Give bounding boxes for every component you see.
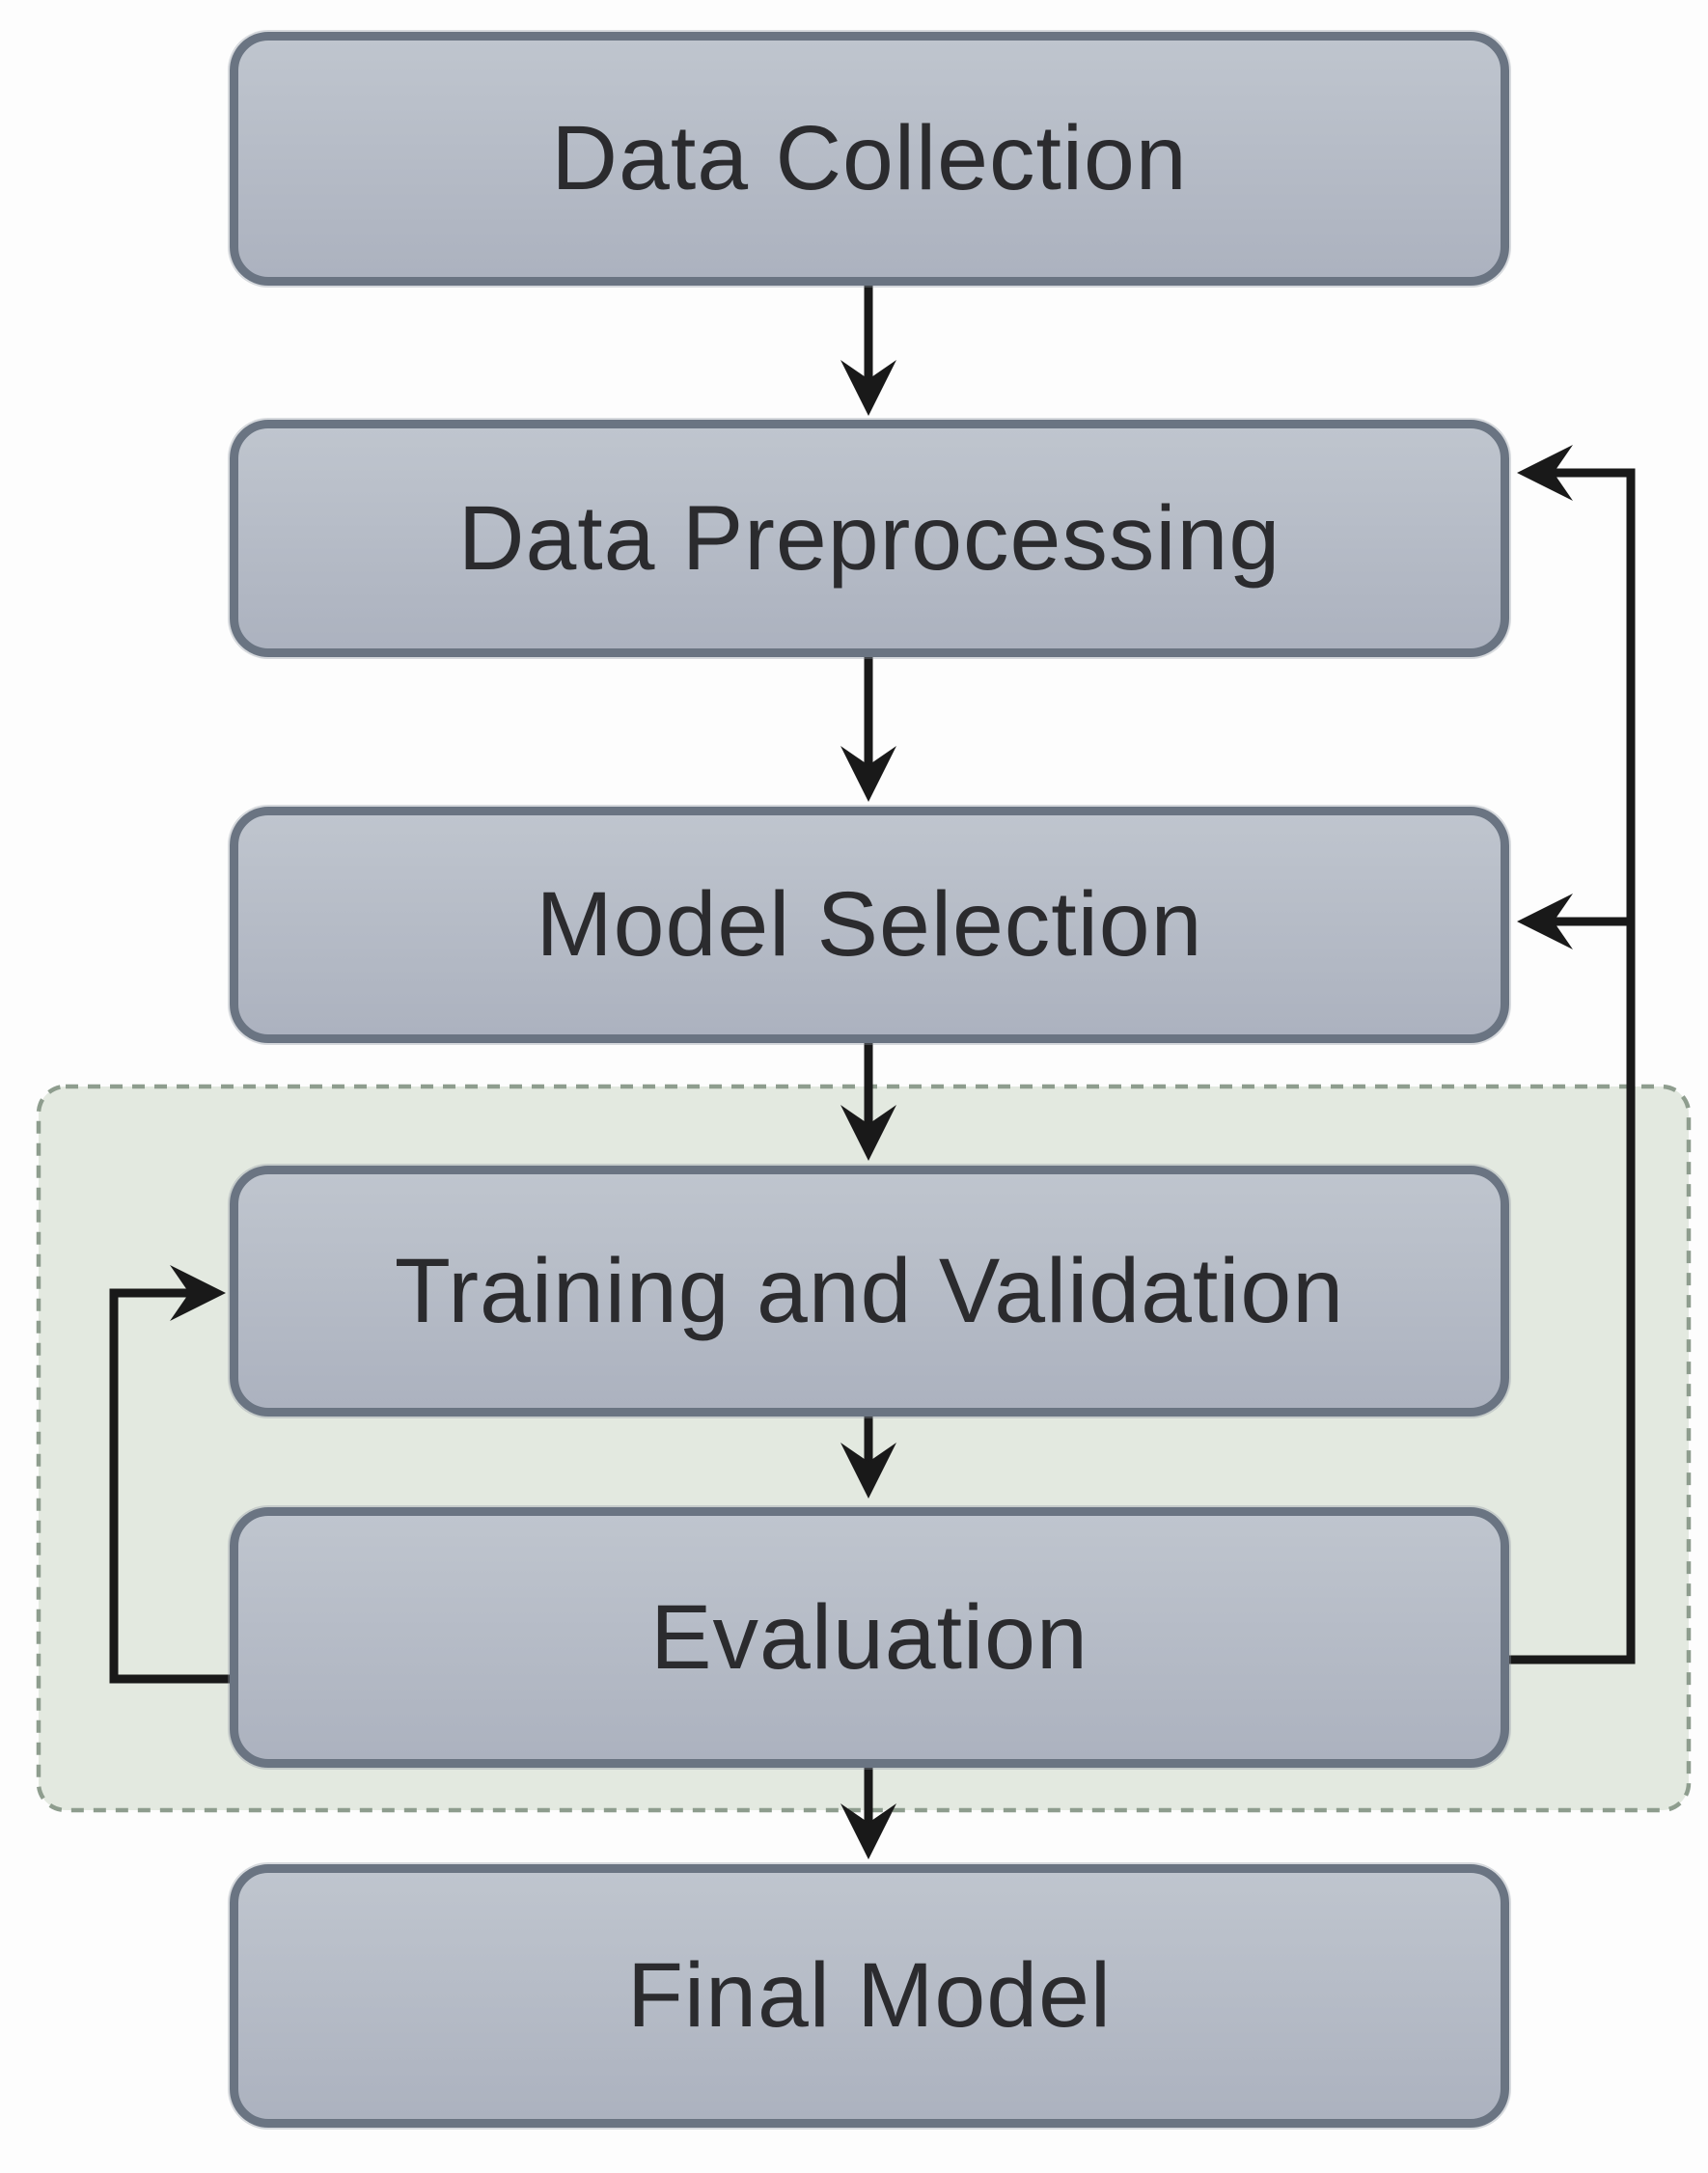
- arrowhead-right-icon: [170, 1265, 226, 1321]
- arrowhead-down-icon: [840, 1803, 896, 1859]
- node-label: Final Model: [626, 1944, 1113, 2047]
- node-label: Model Selection: [536, 873, 1203, 976]
- arrowhead-down-icon: [840, 360, 896, 416]
- arrow-training-to-evaluation: [840, 1417, 896, 1499]
- feedback-left-line: [109, 1265, 230, 1684]
- node-label: Evaluation: [650, 1585, 1088, 1689]
- node-evaluation: Evaluation: [230, 1507, 1509, 1768]
- node-data-preprocessing: Data Preprocessing: [230, 420, 1509, 657]
- node-label: Data Collection: [551, 107, 1188, 209]
- arrow-evaluation-to-final: [840, 1768, 896, 1859]
- node-final-model: Final Model: [230, 1864, 1509, 2128]
- arrow-preprocessing-to-selection: [840, 657, 896, 802]
- node-training-and-validation: Training and Validation: [230, 1166, 1509, 1417]
- arrow-selection-to-training: [840, 1043, 896, 1161]
- node-label: Data Preprocessing: [457, 486, 1281, 590]
- arrowhead-down-icon: [840, 1105, 896, 1161]
- arrowhead-left-icon: [1517, 445, 1573, 501]
- arrow-collection-to-preprocessing: [840, 286, 896, 416]
- arrowhead-down-icon: [840, 1443, 896, 1499]
- arrowhead-down-icon: [840, 746, 896, 802]
- node-label: Training and Validation: [394, 1239, 1345, 1342]
- arrowhead-left-icon: [1517, 894, 1573, 949]
- node-model-selection: Model Selection: [230, 807, 1509, 1043]
- feedback-right-line: [1509, 445, 1636, 1664]
- node-data-collection: Data Collection: [230, 32, 1509, 286]
